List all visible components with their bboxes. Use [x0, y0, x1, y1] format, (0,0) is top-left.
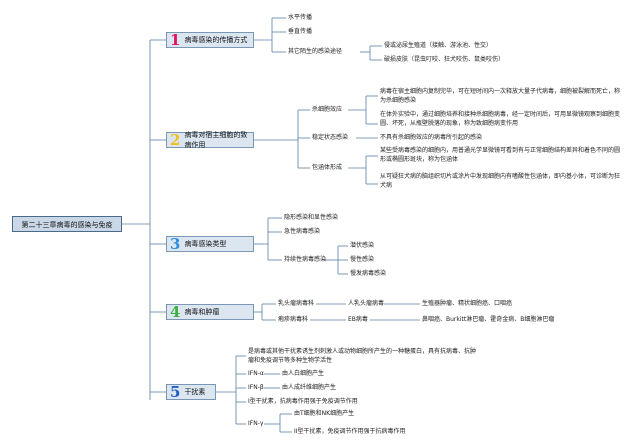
node-cpe-desc[interactable]: 在体外实验中，通过细胞培养和接种杀细胞病毒，经一定时间后，可用显微镜观察到细胞变… [380, 111, 621, 127]
branch-label: 病毒感染的传播方式 [184, 36, 248, 44]
node-ebv-diseases[interactable]: 鼻咽癌、Burkitt淋巴瘤、霍奇金病、B细胞淋巴瘤 [422, 316, 555, 323]
node-ifn-gamma[interactable]: IFN-γ [248, 420, 264, 427]
node-ifn-definition[interactable]: 是病毒或其他干扰素诱生剂刺激人或动物细胞所产生的一种糖蛋白，具有抗病毒、抗肿瘤和… [248, 348, 477, 364]
branch-number: 1 [170, 31, 181, 49]
root-topic[interactable]: 第二十三章病毒的感染与免疫 [12, 216, 122, 232]
node-herpesviridae[interactable]: 疱疹病毒科 [278, 316, 309, 323]
branch-label: 病毒感染类型 [184, 240, 227, 248]
branch-tumor[interactable]: 4 病毒和肿瘤 [166, 304, 254, 320]
node-other-routes[interactable]: 其它陌生的感染途径 [288, 48, 343, 55]
branch-number: 4 [170, 303, 181, 321]
node-negri-desc[interactable]: 从可疑狂犬病的脑组织切片或涂片中发现细胞内有嗜酸性包涵体，即内基小体，可诊断为狂… [380, 173, 621, 189]
node-ifn-beta[interactable]: IFN-β [248, 384, 264, 391]
node-papillomaviridae[interactable]: 乳头瘤病毒科 [278, 300, 315, 307]
branch-interferon[interactable]: 5 干扰素 [166, 384, 216, 400]
branch-number: 3 [170, 235, 181, 253]
node-latent[interactable]: 潜伏感染 [350, 242, 375, 249]
node-type1-ifn[interactable]: I型干扰素，抗病毒作用强于免疫调节作用 [248, 398, 358, 405]
branch-pathogenesis[interactable]: 2 病毒对宿主细胞的致病作用 [166, 131, 254, 149]
node-persistent[interactable]: 持续性病毒感染 [284, 256, 327, 263]
branch-infection-types[interactable]: 3 病毒感染类型 [166, 236, 254, 252]
node-acute[interactable]: 急性病毒感染 [284, 228, 321, 235]
node-steady-state[interactable]: 稳定状态感染 [312, 134, 349, 141]
branch-number: 2 [170, 131, 181, 149]
node-mucosa[interactable]: 侵或泌尿生殖道（接触、游泳池、性交） [384, 42, 493, 49]
node-horizontal[interactable]: 水平传播 [288, 14, 313, 21]
branch-label: 干扰素 [184, 388, 206, 396]
node-ebv[interactable]: EB病毒 [348, 316, 368, 323]
branch-number: 5 [170, 383, 181, 401]
node-inclusion-desc[interactable]: 某些受病毒感染的细胞内，用普通光学显微镜可看到有与正常细胞结构差异和着色不同的圆… [380, 147, 621, 163]
node-vertical[interactable]: 垂直传播 [288, 28, 313, 35]
branch-label: 病毒对宿主细胞的致病作用 [184, 131, 248, 149]
node-skin[interactable]: 破损皮肤（昆虫叮咬、狂犬咬伤、鼠类咬伤） [384, 56, 505, 63]
node-cytocidal-desc[interactable]: 病毒在宿主细胞内复制完毕，可在短时间内一次释放大量子代病毒，细胞被裂解而死亡，称… [380, 88, 621, 104]
node-inclusion[interactable]: 包涵体形成 [312, 164, 343, 171]
node-cytocidal[interactable]: 杀细胞效应 [312, 106, 343, 113]
node-ifn-alpha-desc[interactable]: 由人白细胞产生 [282, 370, 325, 377]
node-inapparent[interactable]: 隐形感染和显性感染 [284, 214, 339, 221]
node-hpv[interactable]: 人乳头瘤病毒 [348, 300, 385, 307]
node-ifn-beta-desc[interactable]: 由人成纤维细胞产生 [282, 384, 337, 391]
node-hpv-diseases[interactable]: 生殖器肿瘤、精状细胞癌、口咽癌 [422, 300, 513, 307]
node-type2-ifn[interactable]: II型干扰素，免疫调节作用强于抗病毒作用 [294, 428, 406, 435]
node-slow[interactable]: 慢发病毒感染 [350, 270, 387, 277]
node-ifn-alpha[interactable]: IFN-α [248, 370, 264, 377]
node-chronic[interactable]: 慢性感染 [350, 256, 375, 263]
branch-label: 病毒和肿瘤 [184, 308, 220, 316]
node-ifn-gamma-desc[interactable]: 由T细胞和NK细胞产生 [294, 410, 355, 417]
branch-transmission[interactable]: 1 病毒感染的传播方式 [166, 32, 254, 48]
node-steady-state-desc[interactable]: 不具有杀细胞效应的病毒所引起的感染 [380, 134, 483, 141]
